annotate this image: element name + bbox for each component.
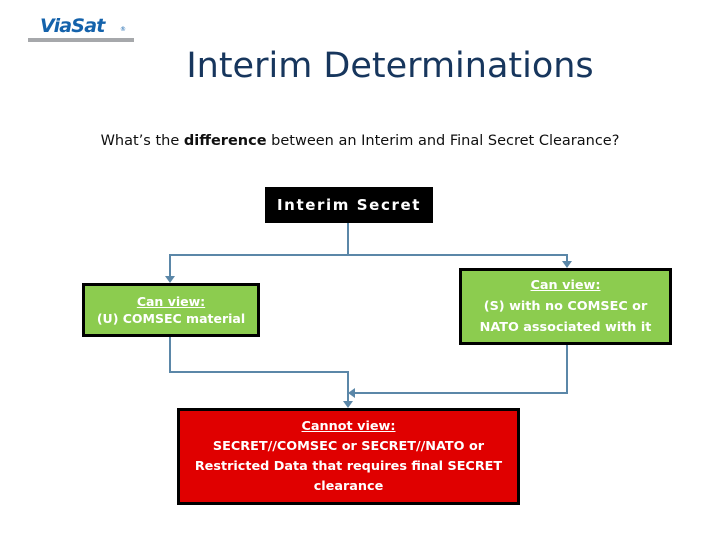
subtitle-emphasis: difference xyxy=(183,133,267,149)
connector-interim-stem xyxy=(347,223,349,254)
subtitle-text-lead: What’s the xyxy=(100,133,184,149)
connector-merge-stem xyxy=(347,371,349,401)
flow-node-can-view-s-no-comsec[interactable]: Can view: (S) with no COMSEC or NATO ass… xyxy=(459,268,672,345)
flow-node-cannot-view-line-3: clearance xyxy=(313,478,384,494)
logo-underline-bar xyxy=(28,38,134,42)
flow-node-can-view-u-comsec-header: Can view: xyxy=(136,294,206,309)
page-subtitle: What’s the difference between an Interim… xyxy=(0,133,720,149)
flow-node-interim-secret[interactable]: Interim Secret xyxy=(265,187,433,223)
flow-node-cannot-view-line-2: Restricted Data that requires final SECR… xyxy=(194,458,503,474)
flow-node-can-view-s-no-comsec-header: Can view: xyxy=(530,278,601,293)
subtitle-text-tail: between an Interim and Final Secret Clea… xyxy=(266,133,620,149)
connector-top-horizontal xyxy=(170,254,568,256)
flow-node-can-view-s-no-comsec-line-1: (S) with no COMSEC or xyxy=(483,299,648,314)
arrow-left-icon-merge xyxy=(348,388,355,398)
flow-node-cannot-view-header: Cannot view: xyxy=(301,418,396,434)
flow-node-can-view-u-comsec-line-1: (U) COMSEC material xyxy=(96,311,246,326)
registered-trademark-icon: ® xyxy=(120,26,126,33)
flow-node-can-view-u-comsec[interactable]: Can view: (U) COMSEC material xyxy=(82,283,260,337)
arrow-down-icon-red-box xyxy=(343,401,353,408)
flow-node-cannot-view[interactable]: Cannot view: SECRET//COMSEC or SECRET//N… xyxy=(177,408,520,505)
connector-left-to-merge xyxy=(169,371,349,373)
arrow-down-icon-left-branch xyxy=(165,276,175,283)
connector-right-to-merge xyxy=(355,392,568,394)
connector-right-drop xyxy=(566,254,568,261)
arrow-down-icon-right-branch xyxy=(562,261,572,268)
viasat-wordmark: ViaSat xyxy=(40,15,105,37)
page-title: Interim Determinations xyxy=(186,46,594,86)
connector-left-drop xyxy=(169,254,171,276)
flow-node-can-view-s-no-comsec-line-2: NATO associated with it xyxy=(479,320,652,335)
viasat-logo: ViaSat ® xyxy=(28,16,136,46)
flow-node-cannot-view-line-1: SECRET//COMSEC or SECRET//NATO or xyxy=(212,438,485,454)
connector-right-box-stem xyxy=(566,345,568,393)
connector-left-box-stem xyxy=(169,337,171,372)
flow-node-interim-secret-label: Interim Secret xyxy=(276,196,421,214)
